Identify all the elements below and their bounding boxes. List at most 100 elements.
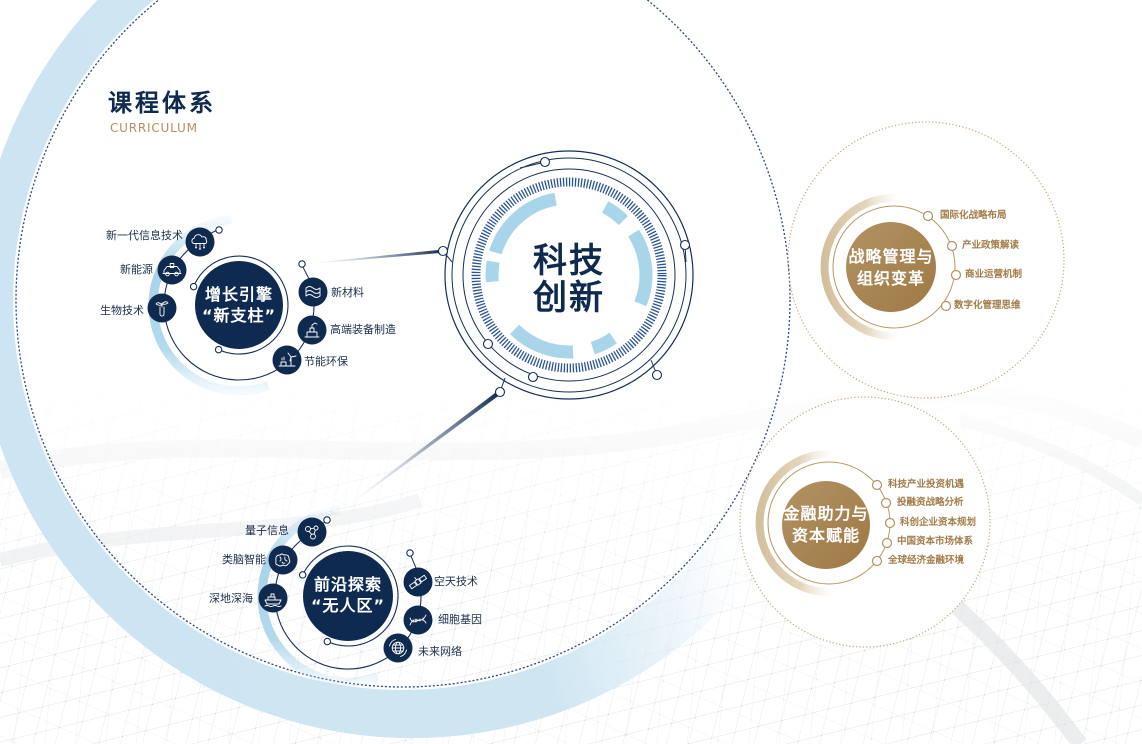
finance-node [880, 497, 892, 509]
core-outer-ring [444, 150, 694, 400]
strategy-gold-band [820, 194, 901, 340]
core-node [482, 338, 494, 350]
globe-network-icon [383, 633, 413, 663]
strategy-item-label: 数字化管理思维 [954, 300, 1021, 311]
growth-link [302, 266, 310, 280]
finance-node [881, 537, 893, 549]
core-arc [510, 324, 574, 359]
core-arc [628, 229, 653, 307]
frontier-node [298, 571, 307, 579]
core-node [527, 371, 539, 383]
growth-cluster [147, 214, 328, 396]
growth-node [215, 226, 223, 234]
growth-inner-ring [193, 255, 289, 355]
growth-hub-circle [195, 261, 283, 349]
strategy-dotted-circle [787, 121, 1065, 399]
finance-item-label: 科创企业资本规划 [900, 517, 977, 528]
frontier-item-label: 空天技术 [434, 575, 478, 588]
growth-item-label: 新能源 [120, 263, 153, 276]
core-arc [590, 332, 617, 355]
finance-hub-title: 金融助力与 资本赋能 [771, 503, 881, 547]
frontier-cluster [257, 505, 433, 687]
core-node [494, 386, 506, 398]
core-arc [601, 201, 629, 226]
finance-node [871, 555, 883, 567]
strategy-hub-line1: 战略管理与 [848, 247, 934, 266]
finance-hub-line2: 资本赋能 [791, 526, 860, 545]
frontier-item-label: 类脑智能 [222, 553, 266, 566]
growth-item-label: 高端装备制造 [330, 323, 396, 336]
core-nodes [437, 156, 691, 398]
strategy-node [940, 300, 952, 312]
core-node [679, 239, 691, 251]
finance-hub-circle [782, 481, 870, 569]
strategy-node [922, 210, 934, 222]
connector-frontier-to-core [350, 390, 502, 505]
core-middle-ring [451, 157, 687, 393]
core-title-line2: 创新 [533, 278, 605, 318]
frontier-link [410, 555, 417, 569]
strategy-item-label: 产业政策解读 [962, 240, 1020, 251]
growth-item-label: 节能环保 [304, 355, 348, 368]
page-title: 课程体系 [108, 89, 216, 117]
ship-icon [258, 583, 288, 613]
finance-gold-band [755, 450, 836, 596]
finance-node [871, 479, 883, 491]
frontier-hub-line2: “无人区” [310, 596, 386, 615]
growth-hub-line2: “新支柱” [201, 306, 277, 325]
frontier-node [323, 637, 332, 646]
growth-item-label: 新材料 [331, 286, 364, 299]
strategy-hub-line2: 组织变革 [856, 269, 925, 288]
frontier-node [406, 549, 414, 557]
robot-equipment-icon [297, 315, 327, 345]
mesh-wave [958, 414, 1142, 505]
core-tick-ring [471, 177, 667, 373]
dna-icon [403, 605, 433, 635]
core-arc-segments [485, 192, 653, 359]
finance-item-label: 全球经济金融环境 [888, 555, 965, 566]
plant-test-tube-icon [147, 293, 177, 323]
frontier-hub-title: 前沿探索 “无人区” [288, 574, 408, 616]
strategy-hub-circle [846, 222, 936, 312]
wind-turbine-icon [272, 345, 302, 375]
finance-dotted-circle [739, 396, 991, 648]
strategy-item-label: 国际化战略布局 [940, 210, 1007, 221]
electric-car-icon [157, 255, 187, 285]
finance-item-label: 投融资战略分析 [897, 497, 964, 508]
growth-item-label: 新一代信息技术 [106, 229, 183, 242]
finance-cluster [755, 450, 896, 596]
core-node [651, 369, 663, 381]
quantum-nodes-icon [297, 517, 327, 547]
strategy-thin-ring [832, 205, 956, 329]
core-inner-ring [462, 168, 676, 382]
strategy-cluster [820, 194, 962, 340]
frontier-node [323, 516, 331, 524]
finance-item-label: 中国资本市场体系 [897, 536, 974, 547]
core-node [437, 245, 449, 257]
core-title: 科技 创新 [489, 243, 649, 317]
strategy-hub-title: 战略管理与 组织变革 [836, 246, 946, 290]
core-title-line1: 科技 [533, 241, 605, 281]
curriculum-dashed-circle [15, 0, 791, 688]
growth-hub-line1: 增长引擎 [204, 285, 273, 304]
frontier-item-label: 未来网络 [418, 645, 462, 658]
frontier-item-label: 量子信息 [245, 524, 289, 537]
core-arc [485, 260, 500, 283]
growth-node [189, 282, 198, 291]
frontier-inner-ring [302, 545, 399, 647]
finance-hub-line1: 金融助力与 [783, 504, 869, 523]
frontier-hub-circle [303, 551, 393, 641]
cloud-network-icon [185, 227, 215, 257]
growth-node [214, 345, 223, 354]
strategy-item-label: 商业运营机制 [965, 269, 1023, 280]
outer-blue-band [0, 0, 848, 738]
growth-node [298, 260, 306, 268]
brain-icon [268, 545, 298, 575]
core-arc [489, 192, 557, 255]
frontier-item-label: 深地深海 [209, 592, 253, 605]
connector-growth-to-core [310, 249, 443, 264]
strategy-node [950, 269, 962, 281]
growth-hub-title: 增长引擎 “新支柱” [179, 284, 299, 326]
finance-item-label: 科技产业投资机遇 [888, 479, 965, 490]
